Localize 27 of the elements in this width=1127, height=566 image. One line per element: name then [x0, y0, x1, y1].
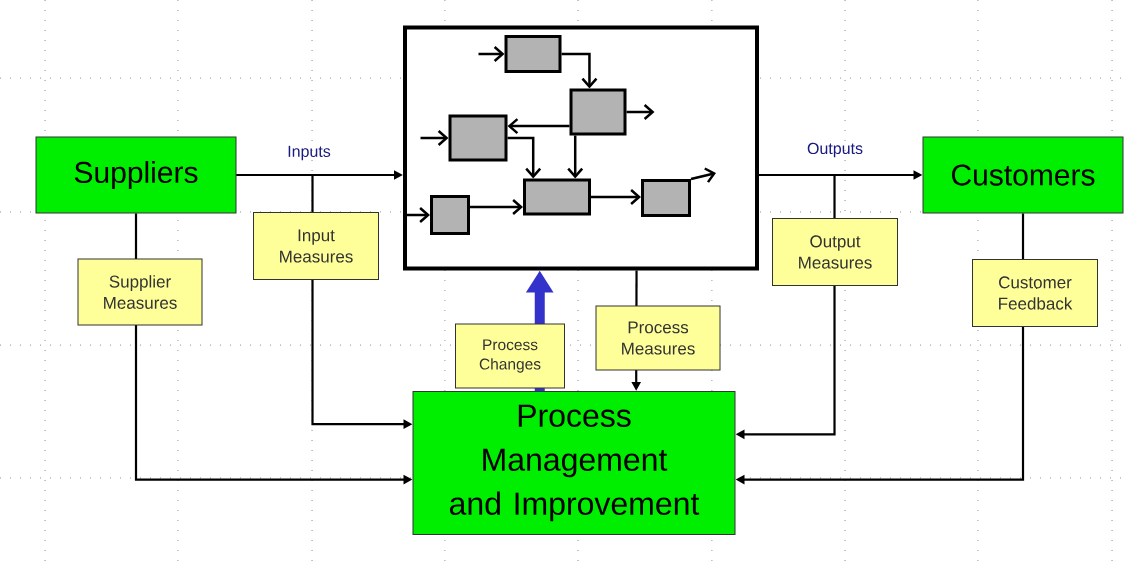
arrow — [507, 136, 542, 179]
edge-label: Supplier Measures — [77, 258, 203, 326]
step-box — [448, 114, 508, 162]
edge-label: Inputs — [288, 145, 331, 161]
step-box — [523, 178, 591, 216]
arrow — [470, 199, 523, 215]
edge-label: Output Measures — [772, 218, 898, 286]
edge-label: Customer Feedback — [972, 259, 1098, 327]
arrow — [420, 130, 449, 146]
process-box: Customers — [922, 136, 1124, 214]
edge-label: Process Changes — [455, 323, 565, 389]
arrow — [567, 135, 584, 179]
step-box — [430, 195, 470, 235]
edge-label: Input Measures — [253, 212, 379, 280]
process-box: Suppliers — [35, 136, 237, 214]
step-box — [569, 88, 627, 136]
arrow — [690, 167, 716, 183]
arrow — [507, 118, 570, 135]
step-box — [641, 179, 691, 217]
edge-label: Process Measures — [595, 305, 721, 371]
edge-label: Outputs — [807, 142, 863, 158]
arrow — [478, 46, 505, 62]
arrow — [561, 52, 598, 89]
arrow — [591, 189, 641, 205]
arrow — [626, 104, 655, 120]
step-box — [504, 35, 562, 73]
process-box: Process Management and Improvement — [412, 391, 736, 535]
